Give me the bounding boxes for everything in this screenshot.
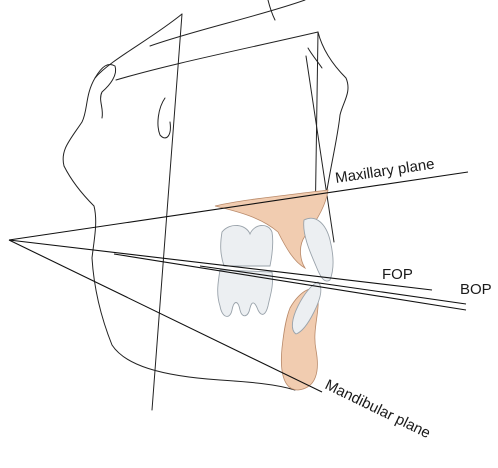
maxillary-plane-label: Maxillary plane <box>334 156 435 187</box>
bop-label: BOP <box>460 281 492 298</box>
lower-molar-tooth <box>218 270 273 316</box>
upper-incisor <box>304 218 333 281</box>
fop-label: FOP <box>382 266 413 283</box>
mandibular-plane-line <box>9 240 322 392</box>
mandibular-plane-label: Mandibular plane <box>322 376 433 442</box>
vertical-reference-line <box>152 14 182 410</box>
bop-line <box>114 254 466 310</box>
upper-molar-tooth <box>221 225 273 266</box>
molar-teeth <box>218 225 273 316</box>
